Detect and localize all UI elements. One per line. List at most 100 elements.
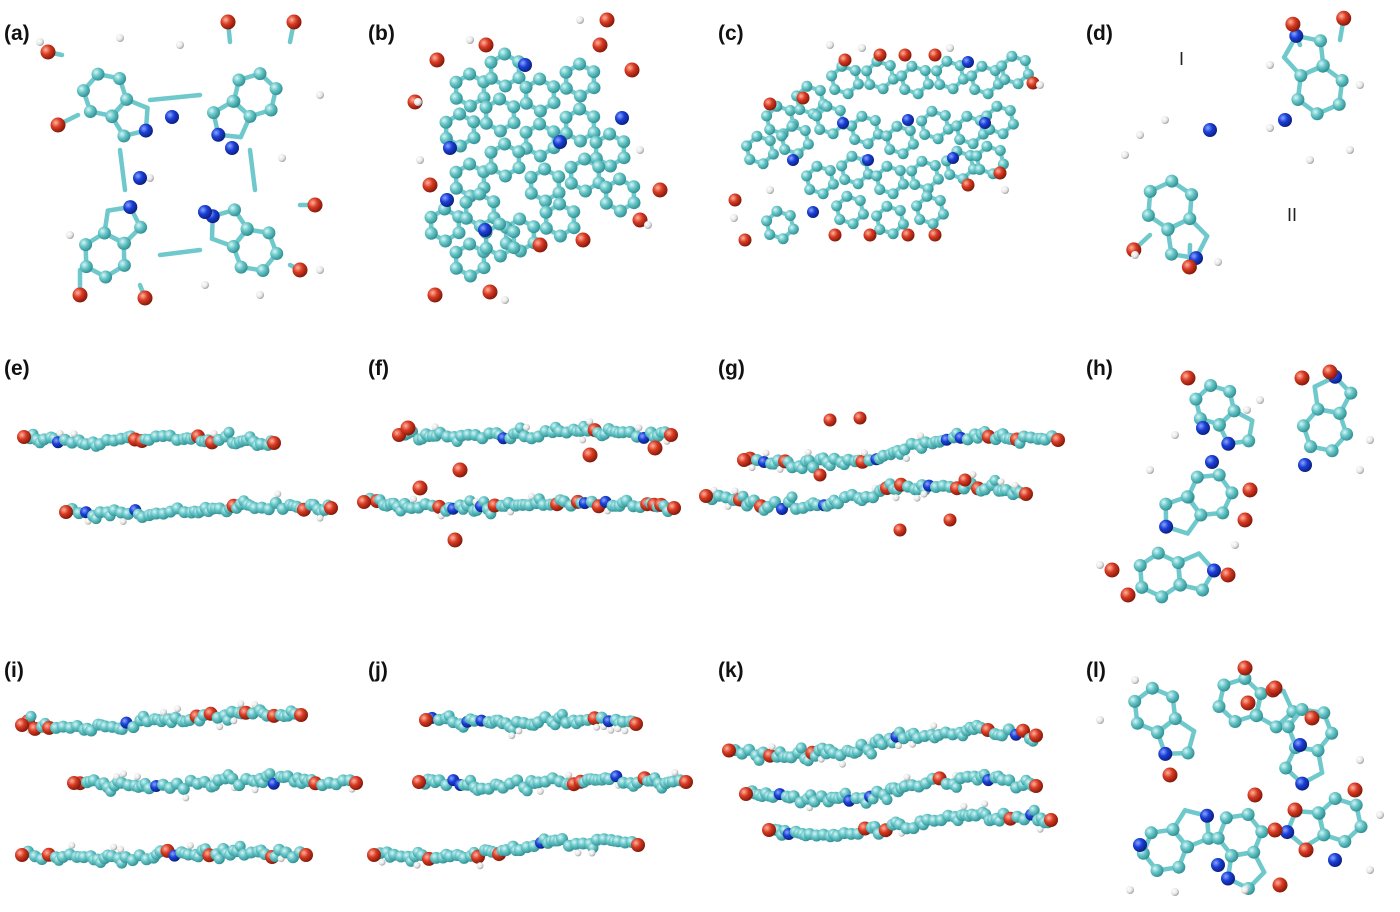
nitrogen-atom [962,56,974,68]
carbon-atom [524,186,538,200]
hydrogen-atom [607,726,615,734]
carbon-atom [1340,427,1354,441]
nitrogen-atom [1278,113,1292,127]
carbon-atom [852,178,864,190]
carbon-atom [947,83,959,95]
oxygen-atom [17,430,31,444]
cluster-h-unit2 [1294,364,1358,458]
carbon-atom [498,169,512,183]
carbon-atom [524,170,538,184]
nitrogen-atom [478,223,492,237]
panel-label-h: (h) [1086,357,1113,380]
hydrogen-atom [730,214,738,222]
f-extra [400,420,663,548]
cluster-l-unit1 [1128,681,1197,761]
oxygen-atom [1285,16,1301,32]
oxygen-atom [632,212,648,228]
carbon-atom [512,71,526,85]
nitrogen-atom [518,58,532,72]
carbon-atom [512,145,526,159]
oxygen-atom [722,743,736,758]
hydrogen-atom [413,861,421,869]
carbon-atom [477,261,491,275]
carbon-atom [751,130,763,142]
hydrogen-atom [160,708,167,716]
carbon-atom [1155,590,1169,604]
oxygen-atom [652,182,668,198]
carbon-atom [1291,93,1305,106]
oxygen-atom [961,178,975,192]
hydrogen-atom [536,787,544,795]
carbon-atom [567,205,581,219]
carbon-atom [587,110,601,124]
carbon-atom [1133,559,1147,572]
hydrogen-atom [68,841,76,849]
hydrogen-atom [858,44,866,52]
hydrogen-atom [256,291,264,299]
carbon-atom [814,85,826,96]
hydrogen-atom [997,478,1005,486]
hydrogen-atom [316,91,324,99]
hydrogen-atom [1356,756,1364,764]
hydrogen-atom [1131,251,1139,259]
carbon-atom [424,210,438,224]
hydrogen-atom [1131,676,1139,684]
carbon-atom [1128,694,1142,708]
oxygen-atom [478,37,494,53]
hydrogen-atom [1214,258,1222,266]
nitrogen-atom [1221,871,1235,886]
carbon-atom [1296,419,1310,433]
oxygen-atom [728,193,742,207]
oxygen-atom [739,787,753,801]
carbon-atom [1166,823,1180,836]
nitrogen-atom [165,110,179,124]
carbon-atom [484,55,498,69]
carbon-atom [764,124,776,135]
nitrogen-atom [1133,838,1147,852]
hydrogen-atom [523,423,530,431]
carbon-atom [1161,223,1175,237]
carbon-atom [971,150,983,162]
carbon-atom [439,115,453,129]
carbon-atom [473,187,487,201]
carbon-atom [849,65,861,76]
hydrogen-atom [826,41,834,49]
carbon-atom [896,70,908,82]
carbon-atom [1151,546,1165,560]
carbon-atom [961,110,973,122]
trimer-layer-k-mid [739,768,1043,812]
carbon-atom [1255,825,1269,839]
carbon-atom [821,100,833,112]
carbon-atom [117,258,131,272]
hydrogen-atom [186,842,194,849]
carbon-atom [951,781,962,793]
fused-sheet-c [728,41,1044,247]
carbon-atom [264,103,278,117]
carbon-atom [854,195,866,206]
carbon-atom [223,426,235,438]
nitrogen-atom [1207,563,1221,578]
hydrogen-atom [316,266,324,274]
carbon-atom [134,220,148,234]
carbon-atom [1006,50,1018,62]
carbon-atom [887,228,899,240]
carbon-atom [744,154,756,165]
carbon-atom [914,214,926,225]
carbon-atom [519,96,533,110]
carbon-atom [1219,811,1233,825]
hydrogen-atom [920,490,928,498]
carbon-atom [1216,506,1230,520]
panel-label-b: (b) [368,22,395,45]
g-extra [813,411,972,537]
carbon-atom [1151,726,1164,740]
carbon-atom [1338,835,1352,848]
oxygen-atom [1247,787,1263,803]
hydrogen-atom [614,725,622,733]
hydrogen-atom [110,843,118,851]
carbon-atom [83,105,97,118]
carbon-atom [463,237,477,251]
oxygen-atom [762,823,776,837]
carbon-atom [438,234,452,248]
carbon-atom [1279,761,1293,775]
hydrogen-atom [913,494,921,502]
